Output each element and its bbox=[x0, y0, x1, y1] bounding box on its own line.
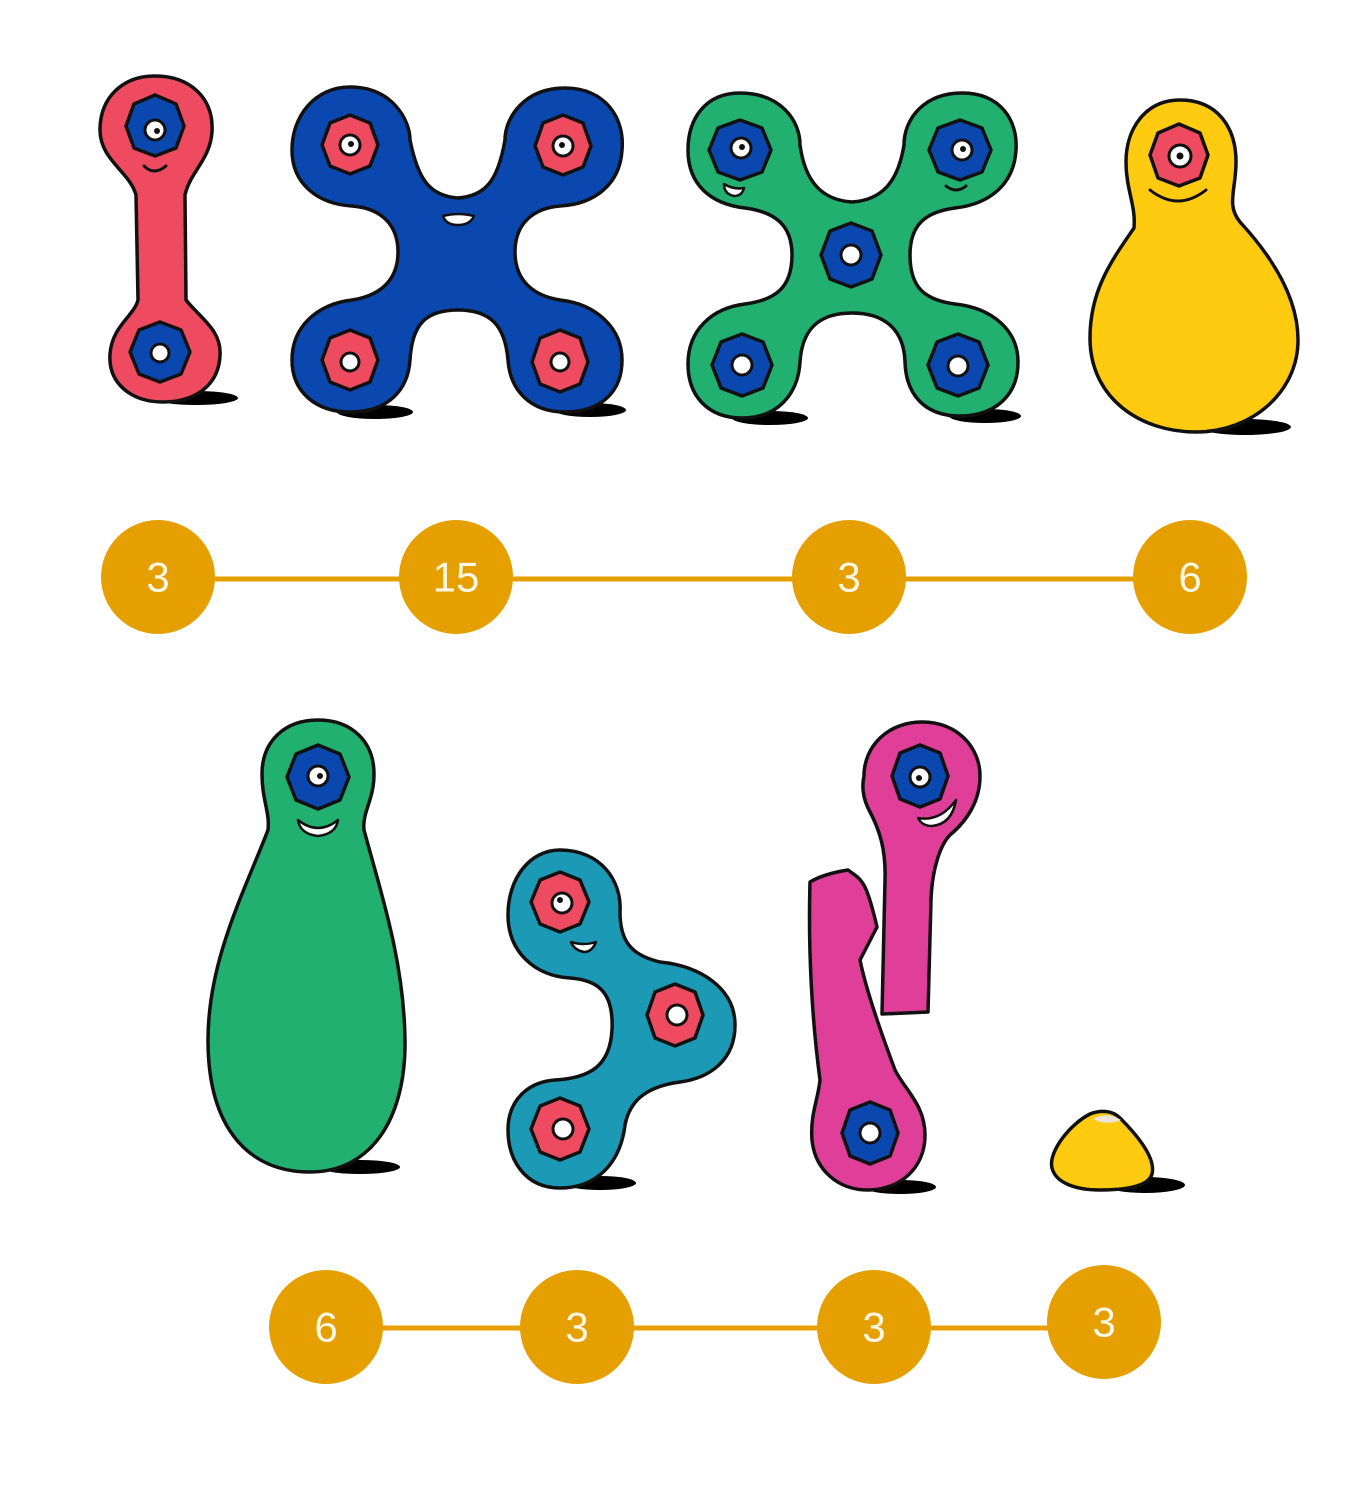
red-two-eyed-bar bbox=[98, 74, 238, 405]
timeline-node: 3 bbox=[101, 520, 215, 634]
timeline-value: 3 bbox=[565, 1304, 588, 1351]
timeline-value: 3 bbox=[837, 554, 860, 601]
timeline-row-1: 3 15 3 6 bbox=[101, 520, 1247, 634]
magenta-folded-bar bbox=[807, 720, 982, 1194]
blue-four-arm-spinner bbox=[290, 85, 626, 419]
timeline-node: 15 bbox=[399, 520, 513, 634]
mouth bbox=[142, 164, 168, 173]
yellow-small-mound bbox=[1049, 1109, 1185, 1193]
teal-three-arm-spinner bbox=[506, 848, 737, 1190]
timeline-value: 3 bbox=[862, 1304, 885, 1351]
timeline-node: 3 bbox=[520, 1270, 634, 1384]
yellow-one-eyed-blob bbox=[1088, 98, 1300, 435]
timeline-node: 6 bbox=[269, 1270, 383, 1384]
timeline-value: 6 bbox=[1178, 554, 1201, 601]
timeline-node: 3 bbox=[792, 520, 906, 634]
green-five-hub-spinner bbox=[686, 91, 1021, 425]
timeline-row-2: 6 3 3 3 bbox=[269, 1265, 1161, 1384]
mouth bbox=[441, 212, 476, 227]
timeline-node: 6 bbox=[1133, 520, 1247, 634]
timeline-node: 3 bbox=[1047, 1265, 1161, 1379]
timeline-value: 3 bbox=[1092, 1299, 1115, 1346]
timeline-value: 6 bbox=[314, 1304, 337, 1351]
timeline-node: 3 bbox=[817, 1270, 931, 1384]
green-tall-blob bbox=[206, 718, 407, 1174]
timeline-value: 3 bbox=[146, 554, 169, 601]
timeline-value: 15 bbox=[433, 554, 480, 601]
